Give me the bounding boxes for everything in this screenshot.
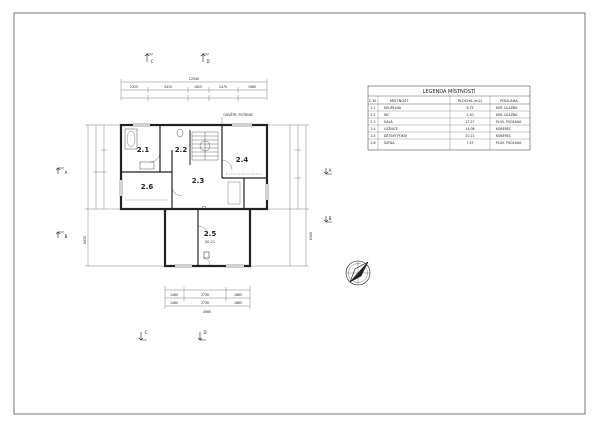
- legend-cell: KER. DLAŽBA: [496, 112, 518, 117]
- dim-bottom-seg-1: 1460: [170, 301, 178, 305]
- room-label-2-2: 2.2: [175, 146, 188, 154]
- legend-row: 2.4 LOŽNICE 14,08 KOBEREC: [370, 126, 511, 131]
- section-left-lower: B: [65, 234, 68, 239]
- legend-cell: 20,21: [465, 134, 474, 138]
- staircase: [191, 131, 219, 161]
- legend-cell: 1,50: [466, 113, 473, 117]
- room-label-2-6: 2.6: [141, 183, 154, 191]
- section-top-left: C: [151, 59, 154, 64]
- bathtub-symbol: [124, 128, 138, 150]
- section-left-upper: A: [65, 170, 68, 175]
- legend-cell: 17,27: [465, 120, 474, 124]
- legend-cell: WC: [384, 113, 390, 117]
- dim-bottom-overall: 4565: [203, 310, 211, 314]
- legend-cell: PLOV. PODLAHA: [496, 120, 522, 124]
- legend-cell: 2.5: [370, 134, 375, 138]
- dim-top-seg-4: 2470: [219, 85, 227, 89]
- dim-bottom-upper-2: 2730: [201, 293, 209, 297]
- section-right-lower: B: [329, 216, 332, 221]
- dim-top-seg-1: 2325: [130, 85, 138, 89]
- legend-cell: 14,08: [465, 127, 474, 131]
- legend-cell: 2.4: [370, 127, 375, 131]
- legend-cell: 2.1: [370, 106, 375, 110]
- washbasin-symbol: [139, 161, 155, 170]
- room-label-2-3: 2.3: [192, 177, 205, 185]
- legend-title: LEGENDA MÍSTNOSTÍ: [423, 88, 476, 95]
- toilet-symbol: [176, 128, 184, 138]
- dimension-lines: [85, 79, 309, 309]
- dim-top-overall: 12540: [189, 77, 199, 81]
- dim-left-outer: 8035: [83, 236, 87, 244]
- room-legend-table: LEGENDA MÍSTNOSTÍ Č.M. MÍSTNOST PLOCHA (…: [367, 85, 531, 151]
- legend-cell: 2.2: [370, 113, 375, 117]
- dim-top-seg-5: 1980: [248, 85, 256, 89]
- room-labels: 2.1 2.2 2.3 2.4 2.5 20,21 2.6: [137, 146, 249, 244]
- section-mark-labels: C D C D A B A B: [65, 59, 332, 335]
- note-vent: ODVĚTR. POTRUBÍ: [223, 112, 252, 117]
- legend-cell: ŠATNA: [384, 140, 395, 145]
- legend-row: 2.5 DĚTSKÝ POKOJ 20,21 KOBEREC: [370, 133, 511, 138]
- room-label-2-1: 2.1: [137, 146, 150, 154]
- dim-bottom-upper-3: 1865: [234, 293, 242, 297]
- legend-cell: KER. DLAŽBA: [496, 105, 518, 110]
- section-bottom-right: D: [203, 330, 206, 335]
- outer-wall-upper: [119, 123, 269, 211]
- legend-cell: 2.3: [370, 120, 375, 124]
- legend-cell: PLOV. PODLAHA: [496, 141, 522, 145]
- legend-cell: KOBEREC: [496, 127, 512, 131]
- legend-cell: KOUPELNA: [384, 106, 402, 110]
- room-label-2-4: 2.4: [236, 156, 249, 164]
- legend-cell: 6,75: [466, 106, 473, 110]
- dim-top-seg-3: 1825: [194, 85, 202, 89]
- legend-row: 2.6 ŠATNA 7,53 PLOV. PODLAHA: [370, 140, 522, 145]
- dim-bottom-seg-3: 1865: [234, 301, 242, 305]
- legend-col-floor: PODLAHA: [500, 99, 518, 103]
- legend-col-no: Č.M.: [369, 98, 377, 103]
- dim-bottom-seg-2: 2730: [201, 301, 209, 305]
- legend-cell: KOBEREC: [496, 134, 512, 138]
- legend-cell: 2.6: [370, 141, 375, 145]
- legend-row: 2.3 HALA 17,27 PLOV. PODLAHA: [370, 120, 522, 124]
- legend-row: 2.1 KOUPELNA 6,75 KER. DLAŽBA: [370, 105, 518, 110]
- legend-row: 2.2 WC 1,50 KER. DLAŽBA: [370, 112, 518, 117]
- floor-plan: [119, 123, 269, 268]
- legend-cell: DĚTSKÝ POKOJ: [384, 133, 407, 138]
- drawing-border: [13, 12, 586, 415]
- section-bottom-left: C: [145, 330, 148, 335]
- room-label-2-5: 2.5: [204, 230, 217, 238]
- legend-col-area: PLOCHA (m2): [458, 99, 483, 103]
- outer-wall-lower: [163, 209, 252, 268]
- section-marks: [55, 53, 332, 341]
- legend-cell: HALA: [384, 120, 393, 124]
- legend-cell: LOŽNICE: [384, 126, 398, 131]
- dim-bottom-upper-1: 1460: [170, 293, 178, 297]
- north-arrow-icon: [345, 260, 371, 286]
- section-top-right: D: [206, 59, 209, 64]
- section-right-upper: A: [329, 168, 332, 173]
- legend-cell: 7,53: [466, 141, 473, 145]
- dim-top-seg-2: 3415: [164, 85, 172, 89]
- dimension-texts: 12540 2325 3415 1825 2470 1980 4565 1460…: [83, 77, 313, 314]
- room-area-2-5: 20,21: [205, 240, 215, 244]
- dim-right-outer: 8345: [309, 232, 313, 240]
- legend-col-room: MÍSTNOST: [390, 98, 409, 103]
